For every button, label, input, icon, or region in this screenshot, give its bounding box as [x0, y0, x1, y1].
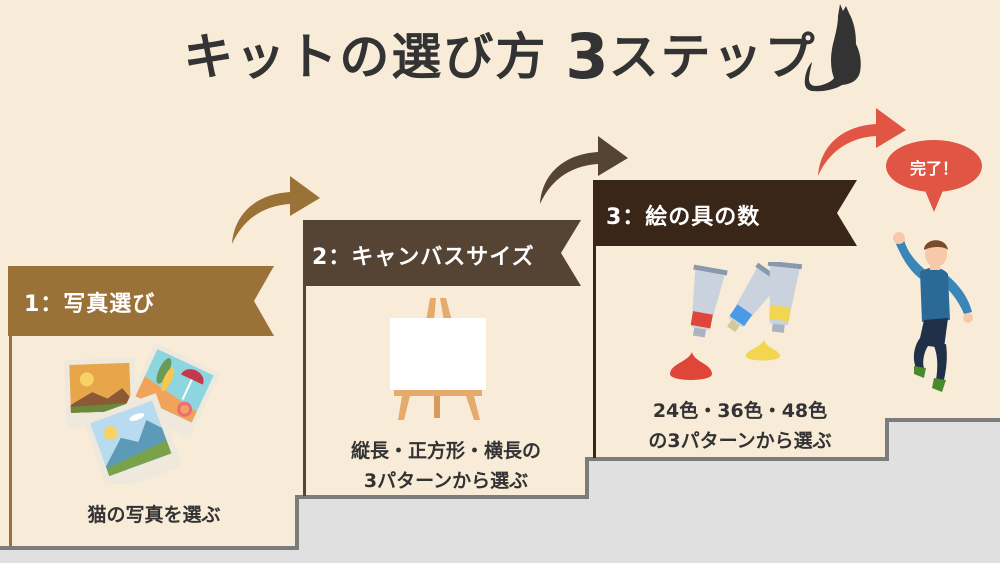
easel-canvas-icon [390, 298, 486, 420]
finish-text: 完了！ [909, 159, 958, 178]
step-3-flag [593, 180, 857, 246]
jumping-person-icon [893, 232, 973, 392]
step-1-label: 1：写真選び [24, 292, 156, 317]
cat-silhouette-icon [804, 4, 861, 92]
photos-icon [64, 344, 221, 484]
step-2-caption: 縦長・正方形・横長の 3パターンから選ぶ [350, 440, 541, 492]
arrow-step1-to-step2-icon [232, 176, 320, 244]
title-suffix: ステップ [608, 28, 817, 86]
step-2-pole [303, 260, 306, 496]
title-number: 3 [565, 20, 609, 93]
step-1-pole [9, 300, 12, 546]
step-1-flag [8, 266, 274, 336]
arrow-step3-to-finish-icon [818, 108, 906, 176]
step-1-caption: 猫の写真を選ぶ [87, 504, 221, 526]
step-3-caption: 24色・36色・48色 の3パターンから選ぶ [648, 400, 832, 452]
step-3-pole [593, 220, 596, 458]
title-main: キットの選び方 [183, 28, 548, 86]
page-title: キットの選び方 3 ステップ [0, 22, 1000, 92]
step-2-label: 2：キャンバスサイズ [312, 245, 535, 270]
paint-tubes-icon [670, 262, 803, 380]
arrow-step2-to-step3-icon [540, 136, 628, 204]
speech-bubble-icon [886, 140, 982, 212]
step-3-label: 3：絵の具の数 [606, 205, 761, 230]
step-2-flag [303, 220, 581, 286]
